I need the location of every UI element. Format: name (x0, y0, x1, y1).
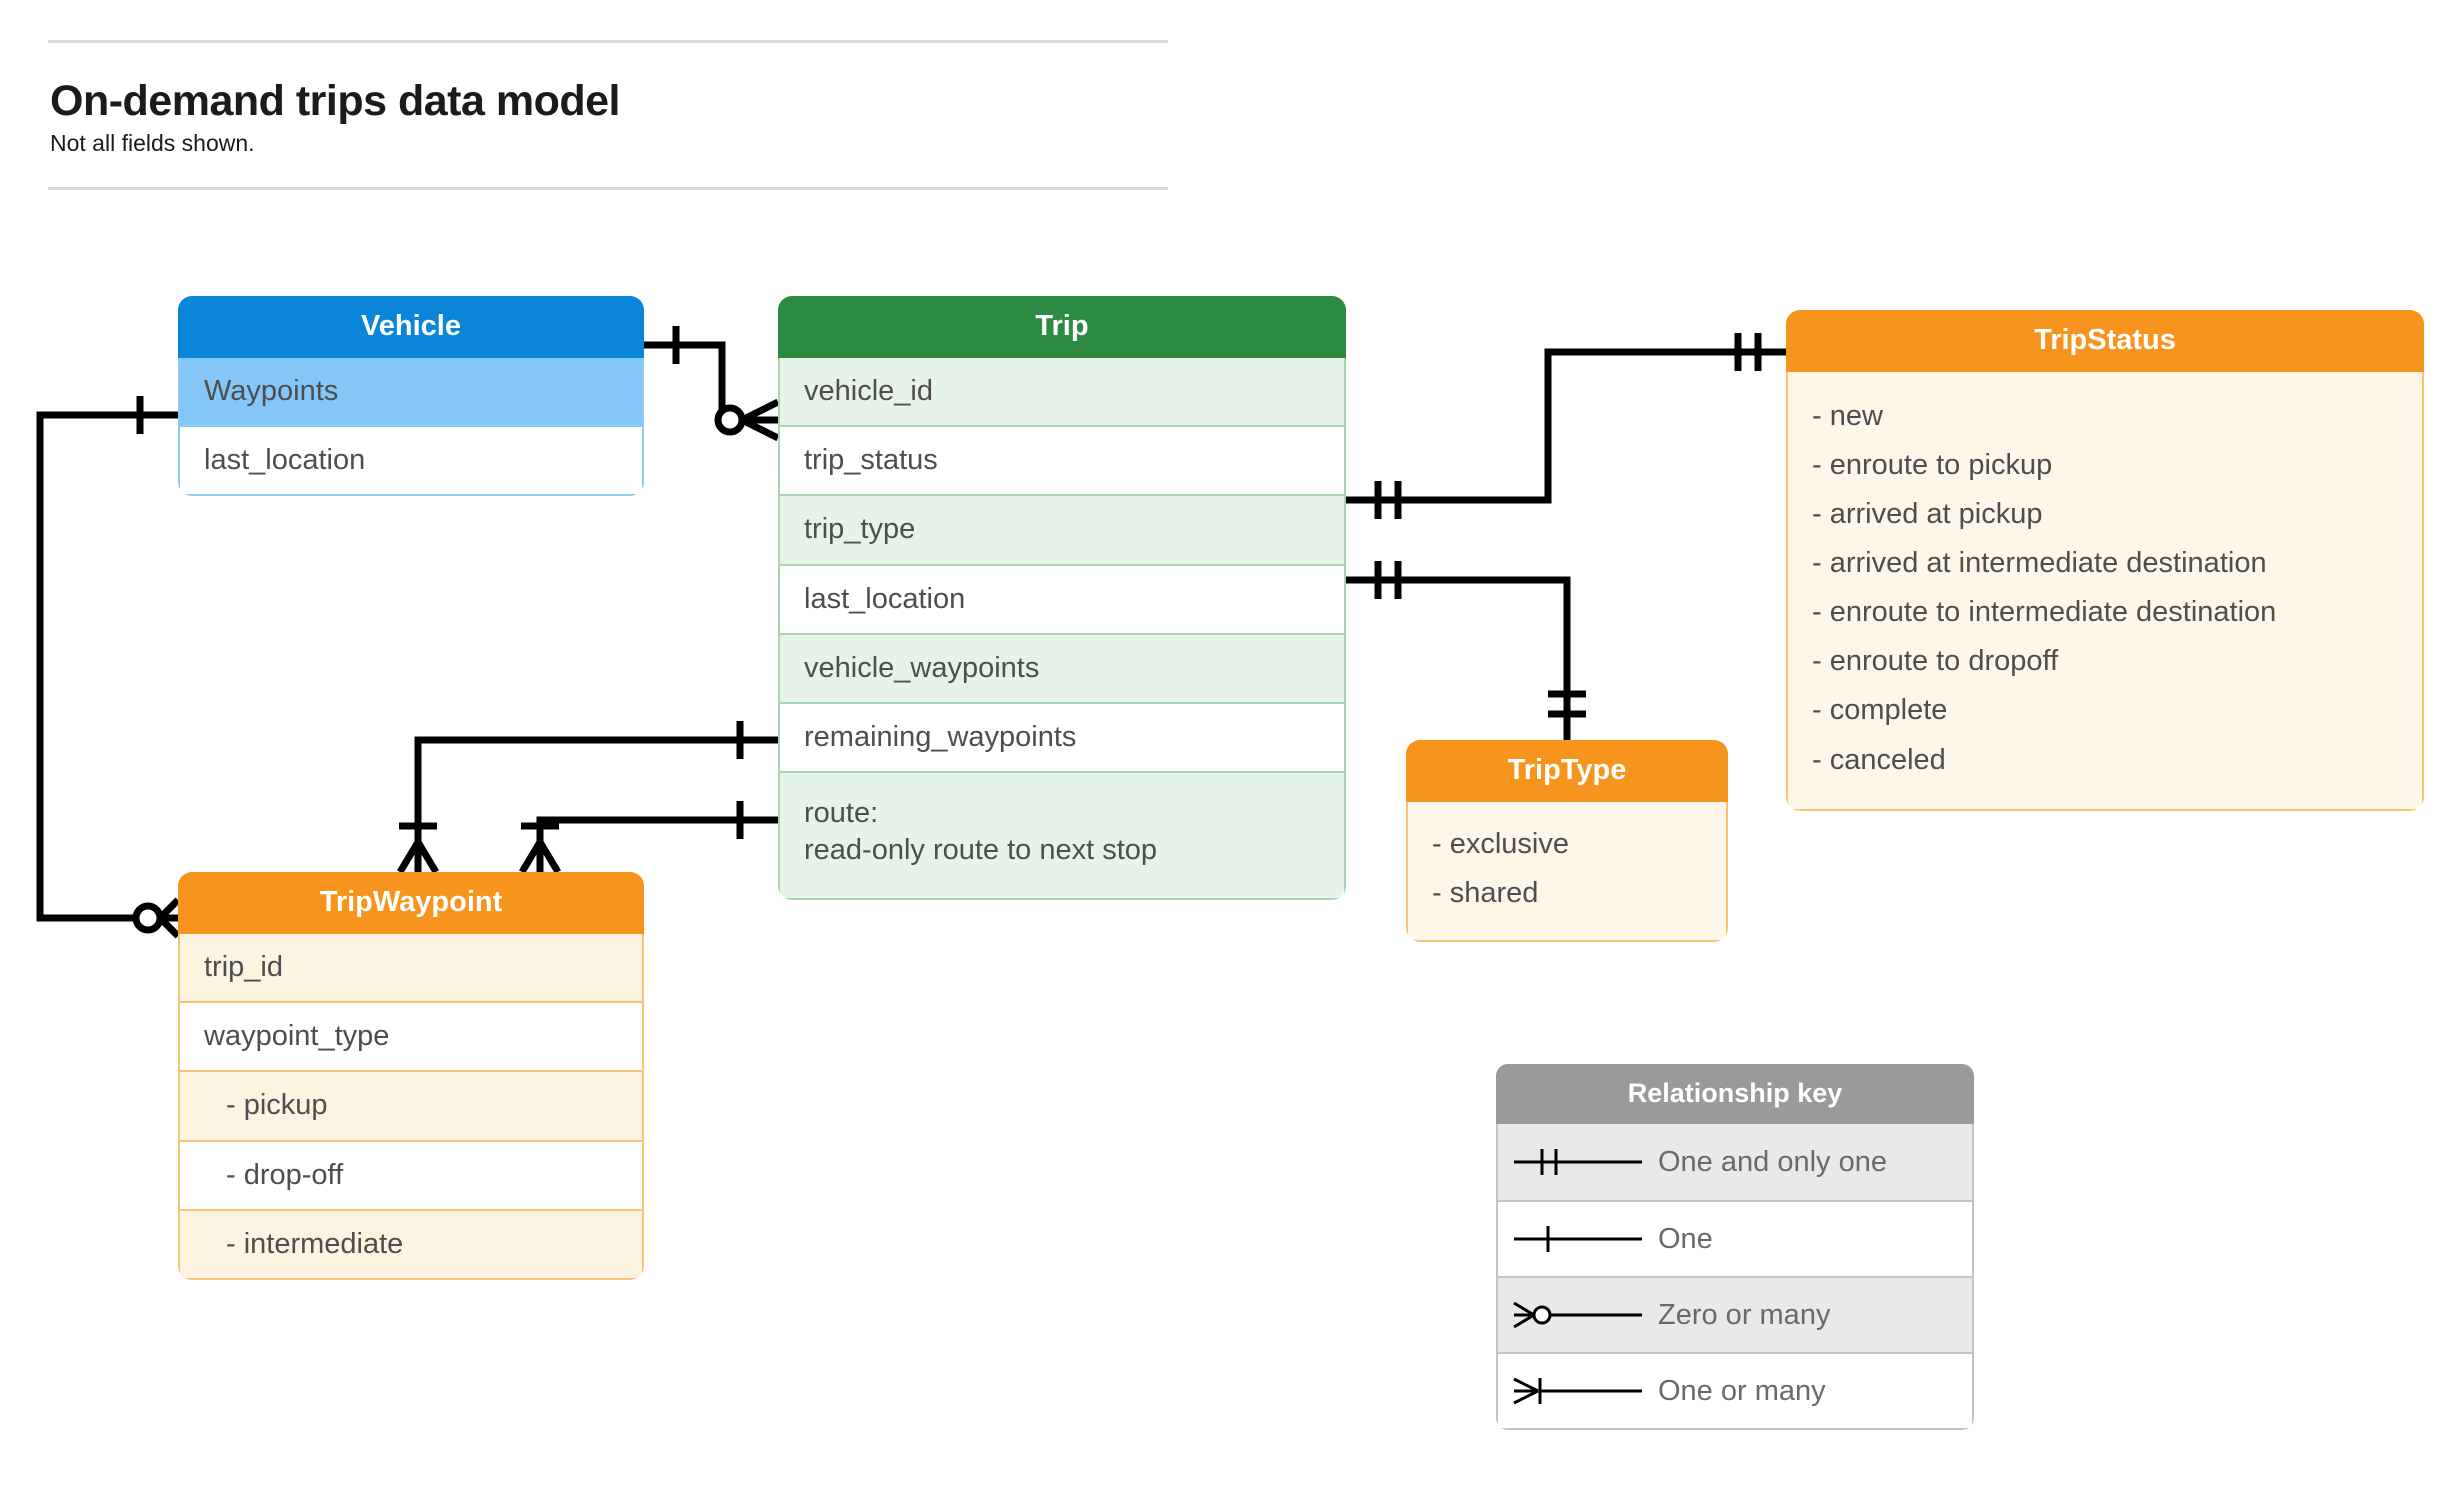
enum-value: - exclusive (1432, 827, 1569, 860)
header-top-rule (48, 40, 1168, 43)
entity-tripstatus-title: TripStatus (1786, 310, 2424, 372)
connector-vehicle-waypoints-tripwaypoint (36, 411, 178, 922)
legend-label: One and only one (1658, 1145, 1887, 1178)
field-row[interactable]: trip_type (780, 494, 1344, 564)
one-icon (1498, 1219, 1658, 1259)
entity-tripwaypoint[interactable]: TripWaypoint trip_id waypoint_type - pic… (178, 872, 644, 1281)
field-row[interactable]: last_location (780, 563, 1344, 633)
field-row[interactable]: - pickup (180, 1070, 642, 1140)
legend-label: One (1658, 1222, 1713, 1255)
field-row[interactable]: route: read-only route to next stop (780, 771, 1344, 898)
entity-tripwaypoint-fields: trip_id waypoint_type - pickup - drop-of… (178, 933, 644, 1281)
enum-value: - new (1812, 399, 1883, 432)
page-title: On-demand trips data model (50, 77, 620, 125)
legend-rows: One and only one One (1496, 1124, 1974, 1430)
legend-row: One (1498, 1200, 1972, 1276)
field-row[interactable]: vehicle_waypoints (780, 632, 1344, 703)
entity-vehicle-fields: Waypoints last_location (178, 357, 644, 497)
field-row[interactable]: waypoint_type (180, 1001, 642, 1071)
entity-triptype-title: TripType (1406, 740, 1728, 802)
entity-vehicle[interactable]: Vehicle Waypoints last_location (178, 296, 644, 497)
enum-value: - arrived at intermediate destination (1812, 547, 2267, 580)
one-and-only-one-icon (1498, 1142, 1658, 1182)
one-or-many-icon (1498, 1371, 1658, 1411)
legend-label: Zero or many (1658, 1298, 1831, 1331)
field-row[interactable]: remaining_waypoints (780, 702, 1344, 772)
relationship-key-legend: Relationship key One and only one (1496, 1064, 1974, 1430)
entity-tripstatus[interactable]: TripStatus - new - enroute to pickup - a… (1786, 310, 2424, 811)
entity-triptype[interactable]: TripType - exclusive - shared (1406, 740, 1728, 943)
entity-trip-fields: vehicle_id trip_status trip_type last_lo… (778, 357, 1346, 900)
entity-trip-title: Trip (778, 296, 1346, 358)
connector-trip-tripstatus (1346, 348, 1786, 504)
field-row[interactable]: Waypoints (180, 357, 642, 426)
connector-trip-triptype (1346, 576, 1571, 740)
header-bottom-rule (48, 187, 1168, 190)
entity-tripstatus-values: - new - enroute to pickup - arrived at p… (1786, 371, 2424, 811)
connector-vehicle-trip (644, 341, 762, 424)
entity-vehicle-title: Vehicle (178, 296, 644, 358)
field-row[interactable]: - drop-off (180, 1139, 642, 1209)
legend-row: One or many (1498, 1352, 1972, 1428)
entity-triptype-values: - exclusive - shared (1406, 801, 1728, 943)
legend-title: Relationship key (1496, 1064, 1974, 1124)
field-row[interactable]: trip_status (780, 425, 1344, 495)
enum-value: - complete (1812, 694, 1948, 727)
field-row[interactable]: last_location (180, 425, 642, 495)
legend-label: One or many (1658, 1374, 1826, 1407)
field-row[interactable]: trip_id (180, 933, 642, 1002)
connector-trip-remaining-waypoints (536, 816, 778, 862)
connector-trip-vehicle-waypoints (414, 736, 778, 862)
enum-value: - enroute to intermediate destination (1812, 596, 2277, 629)
legend-row: Zero or many (1498, 1276, 1972, 1352)
enum-value: - enroute to dropoff (1812, 645, 2059, 678)
field-row[interactable]: vehicle_id (780, 357, 1344, 426)
page-subtitle: Not all fields shown. (50, 130, 255, 156)
enum-value: - shared (1432, 876, 1539, 909)
enum-value: - canceled (1812, 743, 1946, 776)
enum-value: - arrived at pickup (1812, 498, 2043, 531)
field-row[interactable]: - intermediate (180, 1208, 642, 1279)
entity-trip[interactable]: Trip vehicle_id trip_status trip_type la… (778, 296, 1346, 900)
entity-tripwaypoint-title: TripWaypoint (178, 872, 644, 934)
zero-or-many-icon (1498, 1295, 1658, 1335)
legend-row: One and only one (1498, 1124, 1972, 1200)
document-header: On-demand trips data model Not all field… (48, 40, 1168, 190)
enum-value: - enroute to pickup (1812, 448, 2053, 481)
